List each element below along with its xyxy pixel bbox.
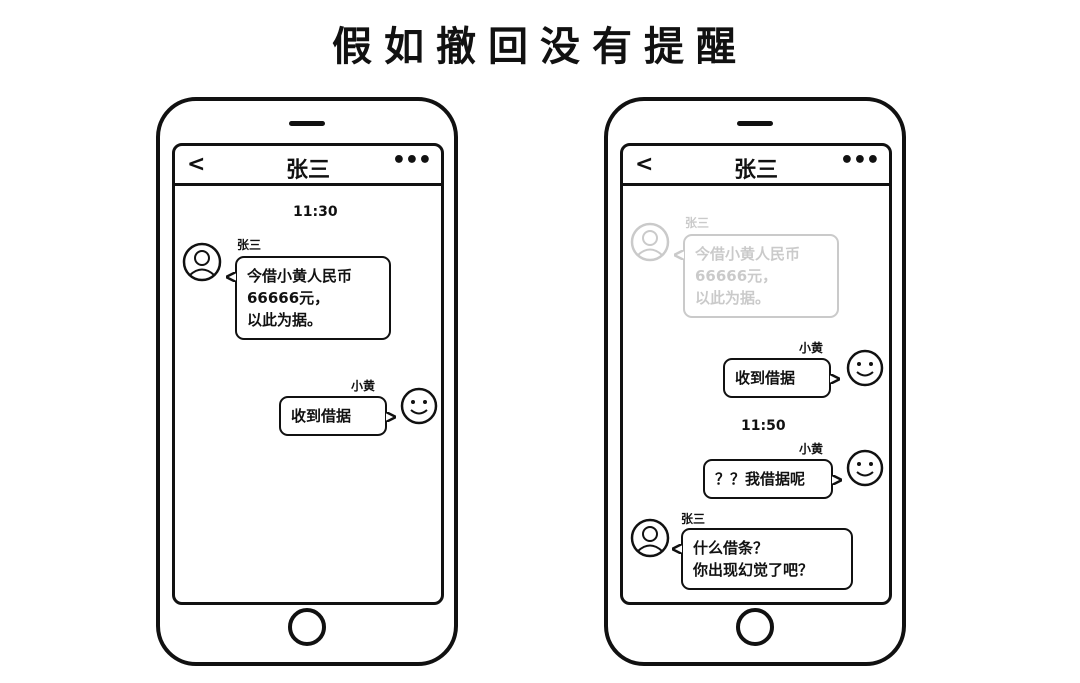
face-avatar-icon[interactable] bbox=[630, 518, 670, 558]
message-line: 今借小黄人民币 bbox=[695, 245, 801, 263]
message-bubble-zhangsan[interactable]: 什么借条？ 你出现幻觉了吧？ bbox=[672, 528, 853, 590]
message-line: 以此为据。 bbox=[695, 289, 771, 307]
message-line: 以此为据。 bbox=[247, 311, 323, 329]
smiley-avatar-icon[interactable] bbox=[845, 448, 885, 488]
chevron-left-icon[interactable]: < bbox=[187, 152, 206, 177]
bubble-tail bbox=[226, 272, 236, 282]
message-line: 你出现幻觉了吧？ bbox=[693, 561, 814, 579]
chevron-left-icon[interactable]: < bbox=[635, 152, 654, 177]
bubble-tail bbox=[672, 544, 682, 554]
message-line: 收到借据 bbox=[735, 369, 796, 387]
recalled-message-bubble: 今借小黄人民币 66666元， 以此为据。 bbox=[674, 234, 839, 318]
sender-name: 张三 bbox=[237, 238, 262, 252]
home-button-icon[interactable] bbox=[736, 608, 774, 646]
right-phone: < 张三 ••• 张三 今借小黄人民币 66666元， 以此为据。 小黄 收到借… bbox=[604, 97, 906, 666]
chat-title: 张三 bbox=[733, 158, 778, 183]
left-phone: < 张三 ••• 11:30 张三 今借小黄人民币 66666元， 以此为据。 … bbox=[156, 97, 458, 666]
message-line: 今借小黄人民币 bbox=[247, 267, 353, 285]
message-line: ？？我借据呢 bbox=[715, 470, 806, 488]
message-bubble-zhangsan[interactable]: 今借小黄人民币 66666元， 以此为据。 bbox=[226, 256, 391, 340]
sender-name: 小黄 bbox=[799, 442, 824, 456]
message-timestamp: 11:30 bbox=[293, 204, 338, 220]
message-bubble-xiaohuang[interactable]: 收到借据 bbox=[279, 396, 396, 436]
message-line: 66666元， bbox=[247, 289, 330, 307]
chat-screen: < 张三 ••• 张三 今借小黄人民币 66666元， 以此为据。 小黄 收到借… bbox=[620, 143, 892, 605]
sender-name: 小黄 bbox=[351, 379, 376, 393]
speaker-grille bbox=[737, 121, 773, 126]
message-timestamp: 11:50 bbox=[741, 418, 786, 434]
sender-name: 小黄 bbox=[799, 341, 824, 355]
face-avatar-icon[interactable] bbox=[182, 242, 222, 282]
sender-name: 张三 bbox=[685, 216, 710, 230]
sender-name: 张三 bbox=[681, 512, 706, 526]
face-avatar-icon bbox=[630, 222, 670, 262]
chat-header: < 张三 ••• bbox=[623, 146, 889, 186]
message-line: 收到借据 bbox=[291, 407, 352, 425]
bubble-tail bbox=[386, 412, 396, 422]
page-title: 假如撤回没有提醒 bbox=[332, 24, 748, 70]
smiley-avatar-icon[interactable] bbox=[845, 348, 885, 388]
chat-screen: < 张三 ••• 11:30 张三 今借小黄人民币 66666元， 以此为据。 … bbox=[172, 143, 444, 605]
message-line: 66666元， bbox=[695, 267, 778, 285]
bubble-tail bbox=[674, 250, 684, 260]
smiley-avatar-icon[interactable] bbox=[399, 386, 439, 426]
more-dots-icon[interactable]: ••• bbox=[391, 148, 432, 173]
home-button-icon[interactable] bbox=[288, 608, 326, 646]
bubble-tail bbox=[832, 475, 842, 485]
message-bubble-xiaohuang[interactable]: 收到借据 bbox=[723, 358, 840, 398]
bubble-tail bbox=[830, 374, 840, 384]
chat-header: < 张三 ••• bbox=[175, 146, 441, 186]
message-line: 什么借条？ bbox=[693, 539, 769, 557]
speaker-grille bbox=[289, 121, 325, 126]
more-dots-icon[interactable]: ••• bbox=[839, 148, 880, 173]
chat-title: 张三 bbox=[285, 158, 330, 183]
message-bubble-xiaohuang[interactable]: ？？我借据呢 bbox=[703, 459, 842, 499]
